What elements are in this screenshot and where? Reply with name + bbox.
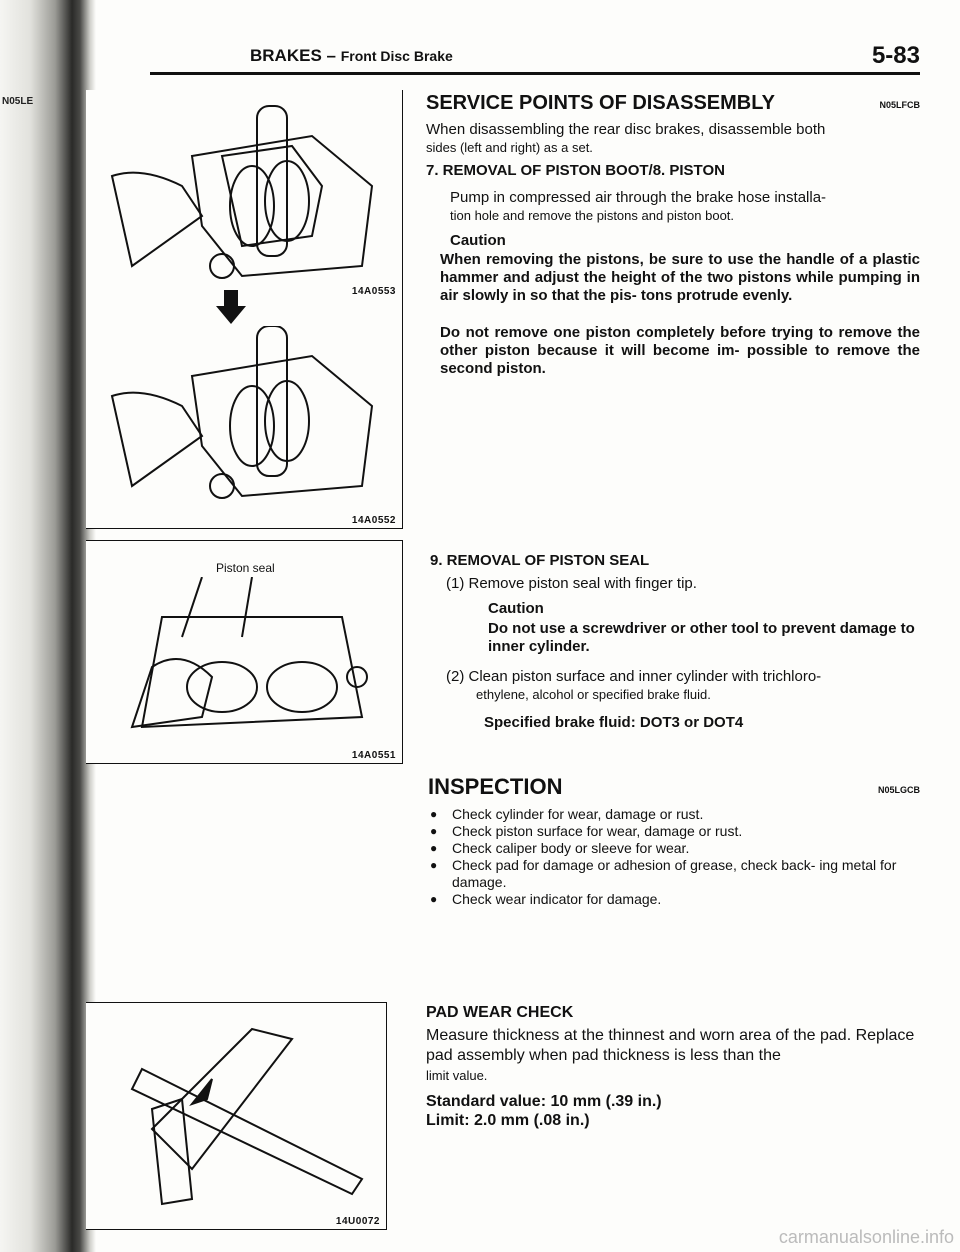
- pad-title: PAD WEAR CHECK: [426, 1004, 574, 1021]
- inspection-item: ●Check caliper body or sleeve for wear.: [430, 840, 690, 856]
- pad-standard: Standard value: 10 mm (.39 in.): [426, 1093, 662, 1110]
- figure-id-3: 14A0551: [351, 750, 396, 761]
- pad-line-1: Measure thickness at the thinnest and wo…: [426, 1027, 915, 1064]
- caution-step9: Do not use a screwdriver or other tool t…: [488, 620, 915, 655]
- specified-fluid: Specified brake fluid: DOT3 or DOT4: [484, 714, 744, 731]
- intro-line-2: sides (left and right) as a set.: [426, 140, 593, 155]
- inspection-item: ●Check pad for damage or adhesion of gre…: [430, 857, 897, 890]
- header-rule: [150, 72, 920, 75]
- pad-body: Measure thickness at the thinnest and wo…: [426, 1026, 926, 1086]
- caution-step7-2: Do not remove one piston completely befo…: [440, 324, 920, 377]
- caliper-illustration-top: [110, 105, 374, 279]
- step7-line-1: Pump in compressed air through the brake…: [450, 189, 827, 206]
- step9-item-1: (1) Remove piston seal with finger tip.: [446, 575, 697, 592]
- step7-body: Pump in compressed air through the brake…: [450, 189, 920, 225]
- service-code: N05LFCB: [879, 100, 920, 110]
- piston-seal-illustration: [130, 577, 368, 729]
- caution-label-2: Caution: [488, 600, 544, 617]
- caution-label-1: Caution: [450, 232, 506, 249]
- page-header: BRAKES – Front Disc Brake: [250, 46, 453, 66]
- step7-title: 7. REMOVAL OF PISTON BOOT/8. PISTON: [426, 162, 725, 179]
- pad-limit: Limit: 2.0 mm (.08 in.): [426, 1112, 590, 1129]
- inspection-item: ●Check wear indicator for damage.: [430, 891, 662, 907]
- header-separator: –: [326, 46, 336, 65]
- page-binding-edge: [0, 0, 96, 1252]
- step9-item-2-line-2: ethylene, alcohol or specified brake flu…: [476, 687, 711, 702]
- figure-id-2: 14A0552: [351, 515, 396, 526]
- pad-line-2: limit value.: [426, 1068, 488, 1083]
- step9-title: 9. REMOVAL OF PISTON SEAL: [430, 552, 650, 569]
- caliper-illustration-bottom: [110, 326, 374, 499]
- intro-line-1: When disassembling the rear disc brakes,…: [426, 121, 826, 138]
- step9-item-2: (2) Clean piston surface and inner cylin…: [446, 668, 920, 704]
- header-subsection: Front Disc Brake: [340, 48, 453, 64]
- inspection-title: INSPECTION: [428, 774, 563, 799]
- margin-tag: N05LE: [2, 96, 34, 107]
- watermark: carmanualsonline.info: [778, 1227, 954, 1247]
- figure-piston-removal: 14A0553 14A0552: [86, 90, 403, 529]
- inspection-code: N05LGCB: [877, 785, 920, 795]
- inspection-item: ●Check piston surface for wear, damage o…: [430, 823, 743, 839]
- pad-caliper-illustration: [130, 1027, 364, 1206]
- step7-line-2: tion hole and remove the pistons and pis…: [450, 208, 735, 223]
- service-intro: When disassembling the rear disc brakes,…: [426, 121, 916, 157]
- caution-step7-1: When removing the pistons, be sure to us…: [440, 251, 920, 304]
- arrow-down-icon: [216, 290, 246, 324]
- header-section: BRAKES: [250, 46, 322, 65]
- step9-item-2-line-1: (2) Clean piston surface and inner cylin…: [446, 668, 822, 685]
- inspection-list: ●Check cylinder for wear, damage or rust…: [426, 806, 916, 908]
- inspection-item: ●Check cylinder for wear, damage or rust…: [430, 806, 704, 822]
- figure-id-1: 14A0553: [351, 286, 396, 297]
- piston-seal-label: Piston seal: [216, 561, 275, 575]
- figure-pad-wear: 14U0072: [86, 1002, 387, 1230]
- page-number: 5-83: [871, 42, 920, 69]
- service-title: SERVICE POINTS OF DISASSEMBLY: [426, 92, 775, 114]
- figure-piston-seal: Piston seal 14A0551: [86, 540, 403, 764]
- figure-id-4: 14U0072: [335, 1216, 380, 1227]
